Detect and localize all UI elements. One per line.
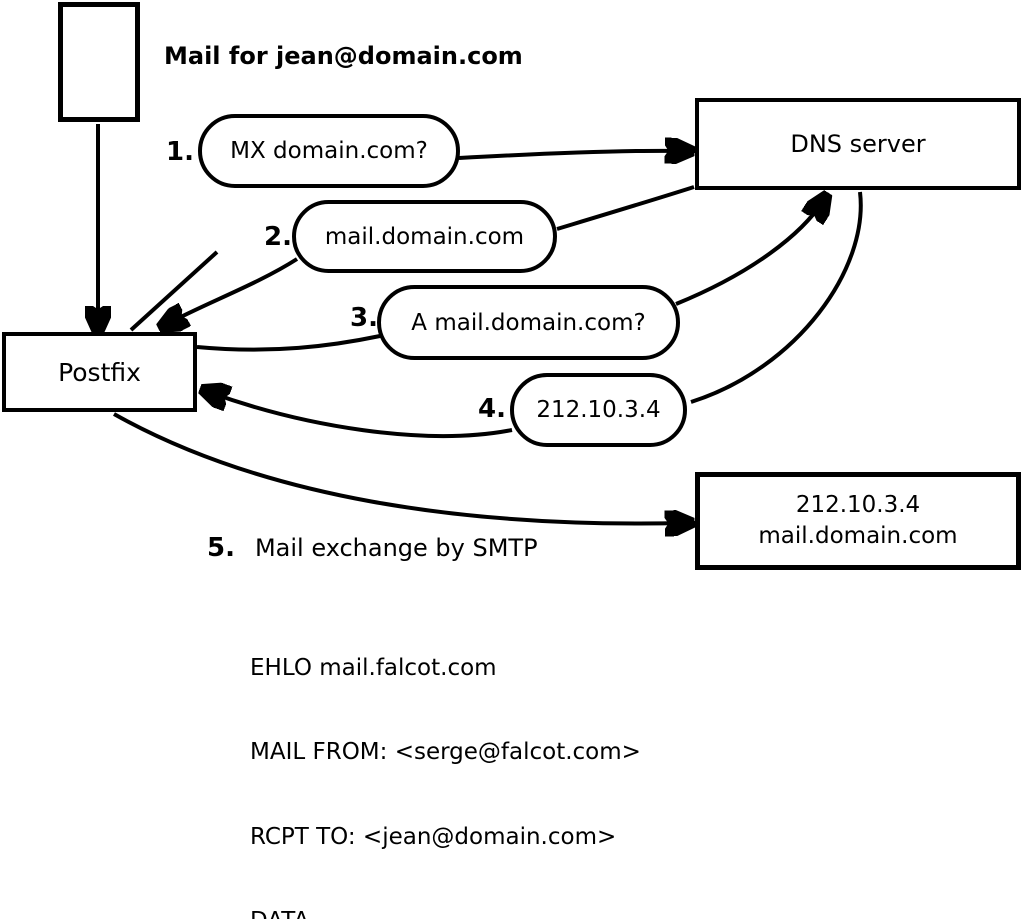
step-5-label: Mail exchange by SMTP xyxy=(254,534,538,562)
arrow-query1-to-dns xyxy=(458,151,685,158)
mail-message-node xyxy=(58,2,140,122)
postfix-label: Postfix xyxy=(58,357,141,387)
step-2-number: 2. xyxy=(264,222,292,252)
postfix-node: Postfix xyxy=(2,332,197,412)
line-dns-to-answer2 xyxy=(556,185,695,231)
mail-server-ip: 212.10.3.4 xyxy=(795,492,921,518)
arrow-postfix-to-mailserver xyxy=(113,412,685,524)
step-1-number: 1. xyxy=(166,137,194,167)
arrow-answer4-to-postfix xyxy=(209,392,513,438)
line-postfix-to-query1 xyxy=(129,250,219,332)
arrow-answer2-to-postfix xyxy=(167,257,299,324)
dns-server-label: DNS server xyxy=(790,130,926,158)
step-4-answer-bubble: 212.10.3.4 xyxy=(510,373,687,447)
mail-server-node: 212.10.3.4 mail.domain.com xyxy=(695,472,1021,570)
mail-server-hostname: mail.domain.com xyxy=(758,523,958,549)
step-2-answer-bubble: mail.domain.com xyxy=(292,200,557,273)
smtp-line: DATA xyxy=(250,905,641,919)
step-5-caption: 5. Mail exchange by SMTP xyxy=(207,533,538,563)
line-dns-to-answer4 xyxy=(690,191,863,404)
smtp-line: MAIL FROM: <serge@falcot.com> xyxy=(250,739,641,766)
diagram-title: Mail for jean@domain.com xyxy=(164,42,523,70)
step-1-query-bubble: MX domain.com? xyxy=(198,114,460,188)
step-5-number: 5. xyxy=(207,533,235,563)
dns-server-node: DNS server xyxy=(695,98,1021,190)
step-3-number: 3. xyxy=(350,303,378,333)
step-2-answer-label: mail.domain.com xyxy=(324,223,525,250)
line-postfix-to-query3 xyxy=(196,334,381,352)
arrow-query3-to-dns xyxy=(675,201,823,306)
step-3-query-label: A mail.domain.com? xyxy=(411,309,646,336)
smtp-session-transcript: EHLO mail.falcot.com MAIL FROM: <serge@f… xyxy=(250,600,641,919)
step-3-query-bubble: A mail.domain.com? xyxy=(377,285,680,360)
smtp-line: EHLO mail.falcot.com xyxy=(250,655,497,681)
step-1-query-label: MX domain.com? xyxy=(230,138,428,164)
smtp-line: RCPT TO: <jean@domain.com> xyxy=(250,823,617,850)
step-4-answer-label: 212.10.3.4 xyxy=(536,397,661,423)
step-4-number: 4. xyxy=(478,394,506,424)
